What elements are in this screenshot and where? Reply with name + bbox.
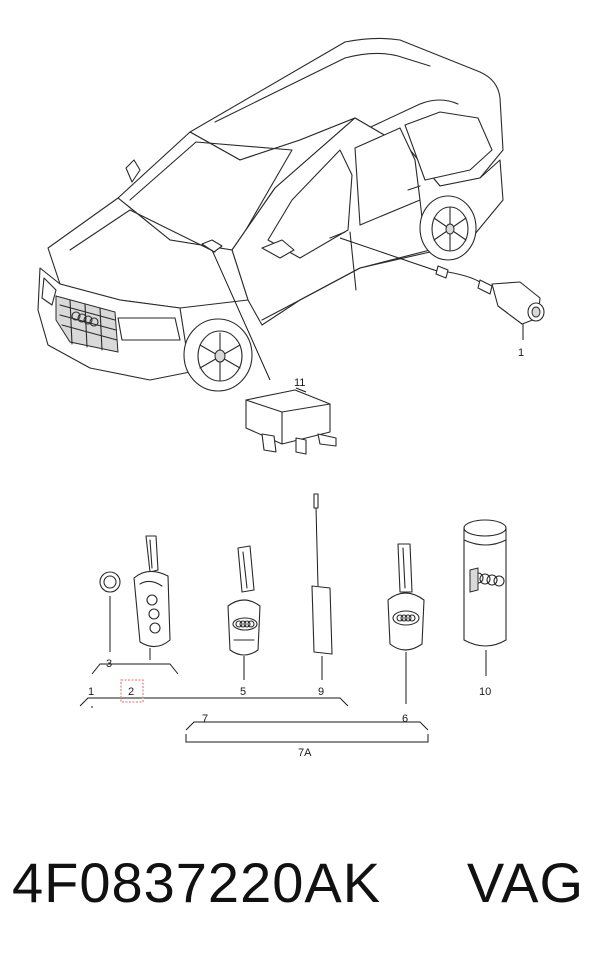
callout-6-fixed-key: 6: [402, 713, 408, 725]
callout-7-key-group: 7: [202, 713, 208, 725]
group-brackets: [79, 697, 429, 743]
spray-can-part: 10: [463, 519, 507, 698]
bracket-group-7: [185, 721, 429, 731]
highlighted-callout-2[interactable]: 2: [120, 679, 144, 703]
rear-wheel: [419, 195, 477, 261]
callout-1-key-set: 1: [88, 686, 94, 698]
bracket-group-7a: [185, 734, 429, 743]
callout-2-flip-key: 2: [128, 686, 134, 698]
emergency-key-part: 5: [227, 545, 261, 698]
lock-cylinder-part: 1: [339, 237, 545, 359]
control-unit-part: 11: [211, 249, 337, 455]
part-number: 4F0837220AK: [12, 851, 382, 914]
callout-5-emergency-key: 5: [240, 686, 246, 698]
callout-1-lock-cylinder: 1: [518, 347, 524, 359]
brand-label: VAG: [466, 851, 584, 914]
callout-11-control-unit: 11: [294, 377, 305, 389]
battery-part: 3: [99, 571, 121, 670]
audi-logo-can: [472, 572, 505, 587]
antenna-part: 9: [311, 493, 333, 698]
fixed-key-part: 6: [387, 543, 425, 725]
car-illustration: [37, 37, 504, 392]
audi-logo-grille: [71, 311, 99, 327]
highlight-box: [120, 679, 144, 703]
front-wheel: [183, 318, 253, 392]
footer: 4F0837220AK VAG: [0, 838, 600, 928]
rain-sensor-icon: [201, 239, 223, 253]
callout-9-antenna: 9: [318, 686, 324, 698]
flip-key-part: [91, 535, 179, 675]
callout-7a-key-group-total: 7A: [298, 747, 312, 759]
bracket-group-1: [79, 697, 349, 707]
callout-10-spray-can: 10: [479, 686, 491, 698]
